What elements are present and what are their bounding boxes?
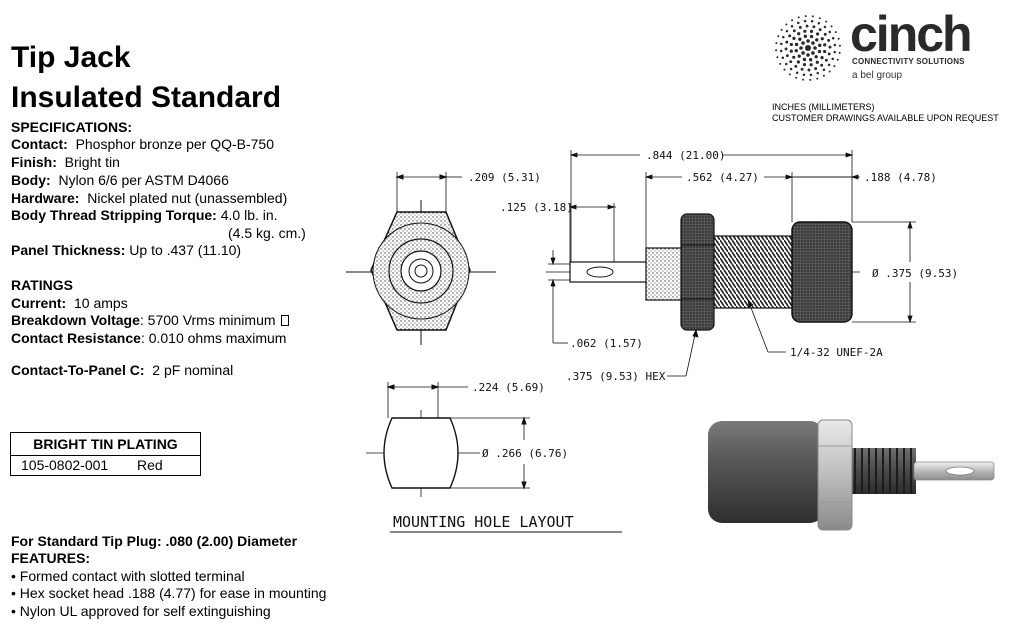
- dim-266: Ø .266 (6.76): [482, 447, 568, 460]
- side-view: [546, 213, 860, 331]
- features-heading: FEATURES:: [11, 550, 91, 566]
- ratings-heading: RATINGS: [11, 277, 73, 293]
- part-color: Red: [137, 457, 163, 473]
- mounting-hole-label: MOUNTING HOLE LAYOUT: [393, 513, 574, 531]
- spec-torque-metric: (4.5 kg. cm.): [228, 225, 306, 241]
- rating-breakdown: Breakdown Voltage: 5700 Vrms minimum: [11, 311, 290, 329]
- logo-group: a bel group: [852, 70, 903, 81]
- table-row: 105-0802-001 Red: [11, 456, 200, 475]
- plating-table: BRIGHT TIN PLATING 105-0802-001 Red: [10, 432, 201, 476]
- missing-glyph-icon: [281, 315, 290, 326]
- dim-209: .209 (5.31): [468, 171, 541, 184]
- units-note: INCHES (MILLIMETERS) CUSTOMER DRAWINGS A…: [772, 102, 999, 123]
- feature-item: • Nylon UL approved for self extinguishi…: [11, 603, 271, 619]
- spec-torque: Body Thread Stripping Torque: 4.0 lb. in…: [11, 207, 278, 223]
- rating-capacitance: Contact-To-Panel C: 2 pF nominal: [11, 362, 234, 378]
- dim-125: .125 (3.18): [500, 201, 573, 214]
- feature-item: • Hex socket head .188 (4.77) for ease i…: [11, 585, 327, 601]
- dim-562: .562 (4.27): [686, 171, 759, 184]
- logo-wordmark: cinch: [850, 6, 973, 62]
- spec-contact: Contact: Phosphor bronze per QQ-B-750: [11, 136, 275, 152]
- title-line-2: Insulated Standard: [11, 81, 282, 114]
- dim-062: .062 (1.57): [570, 337, 643, 350]
- title-line-1: Tip Jack: [11, 41, 131, 74]
- dim-224: .224 (5.69): [472, 381, 545, 394]
- plating-table-header: BRIGHT TIN PLATING: [11, 433, 200, 456]
- feature-item: • Formed contact with slotted terminal: [11, 568, 245, 584]
- mounting-hole-layout: [366, 382, 622, 533]
- dim-thread: 1/4-32 UNEF-2A: [790, 346, 883, 359]
- part-number: 105-0802-001: [21, 457, 109, 473]
- dim-844: .844 (21.00): [646, 149, 725, 162]
- product-title: Tip Jack Insulated Standard: [11, 38, 281, 118]
- spec-finish: Finish: Bright tin: [11, 154, 120, 170]
- dim-375-hex: .375 (9.53) HEX: [566, 370, 666, 383]
- cinch-logo-mark-icon: [775, 15, 841, 81]
- dim-375-diameter: Ø .375 (9.53): [872, 267, 958, 280]
- tip-plug-note: For Standard Tip Plug: .080 (2.00) Diame…: [11, 533, 298, 549]
- front-view: [346, 172, 496, 345]
- specifications-heading: SPECIFICATIONS:: [11, 119, 133, 135]
- dim-188: .188 (4.78): [864, 171, 937, 184]
- rating-resistance: Contact Resistance: 0.010 ohms maximum: [11, 330, 287, 346]
- spec-hardware: Hardware: Nickel plated nut (unassembled…: [11, 190, 288, 206]
- spec-body: Body: Nylon 6/6 per ASTM D4066: [11, 172, 229, 188]
- logo-subtitle: CONNECTIVITY SOLUTIONS: [852, 57, 965, 66]
- side-view-dimensions: [548, 150, 916, 377]
- rating-current: Current: 10 amps: [11, 295, 128, 311]
- spec-panel-thickness: Panel Thickness: Up to .437 (11.10): [11, 242, 242, 258]
- product-photo: [708, 419, 995, 531]
